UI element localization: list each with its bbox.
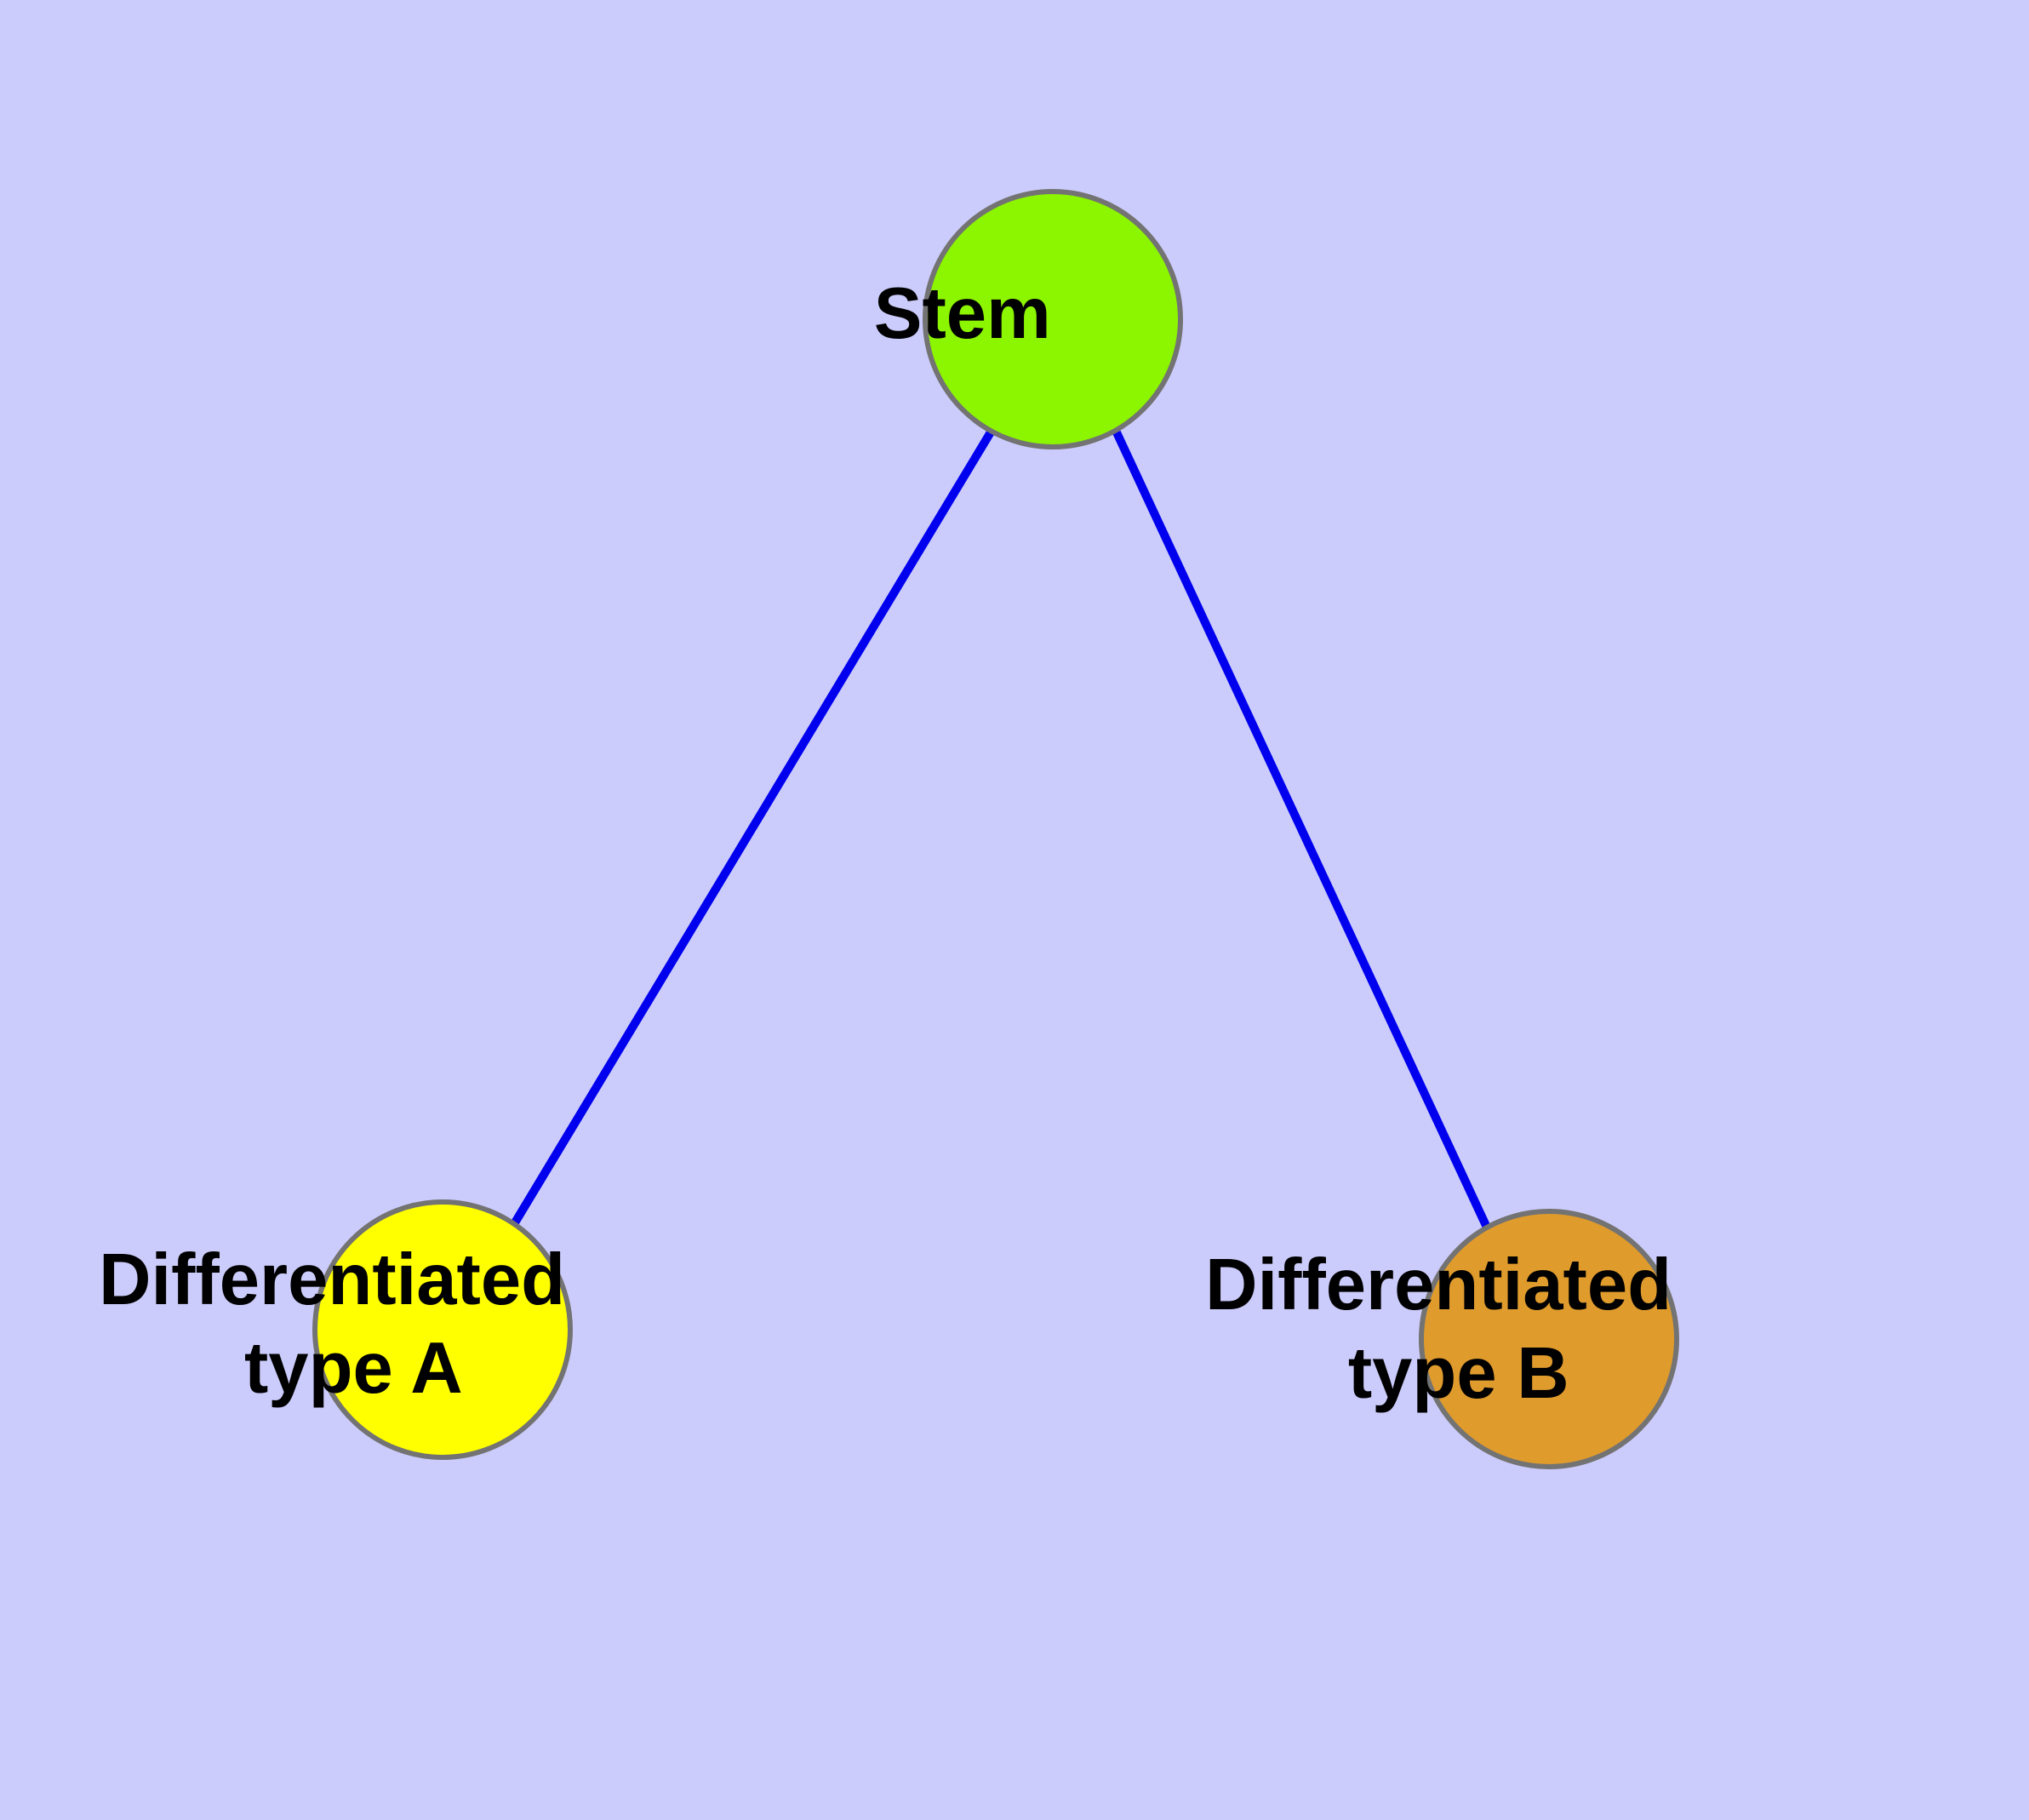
node-differentiated-type-b-label-line-1: Differentiated [1205, 1245, 1672, 1325]
node-differentiated-type-a-label-line-2: type A [244, 1328, 461, 1409]
edge-stem-to-differentiated-type-b[interactable] [1112, 430, 1492, 1232]
node-stem-label-line-1: Stem [874, 273, 1051, 354]
node-stem-label: Stem [874, 273, 1232, 354]
edge-stem-to-differentiated-type-a[interactable] [510, 428, 996, 1227]
node-layer: Stem Differentiated type A Differentiate… [99, 189, 1893, 1469]
node-differentiated-type-b-label-line-2: type B [1348, 1333, 1569, 1414]
node-stem-circle[interactable] [923, 189, 1183, 449]
node-differentiated-type-b[interactable]: Differentiated type B [1205, 1209, 1893, 1469]
edge-layer [510, 428, 1492, 1232]
node-differentiated-type-a-label-line-1: Differentiated [99, 1239, 565, 1320]
node-differentiated-type-b-label: Differentiated type B [1205, 1245, 1893, 1414]
node-differentiated-type-a[interactable]: Differentiated type A [99, 1199, 786, 1460]
node-stem[interactable]: Stem [874, 189, 1232, 449]
node-differentiated-type-a-circle[interactable] [312, 1199, 573, 1460]
node-differentiated-type-a-label: Differentiated type A [99, 1239, 786, 1409]
node-differentiated-type-b-circle[interactable] [1419, 1209, 1679, 1469]
